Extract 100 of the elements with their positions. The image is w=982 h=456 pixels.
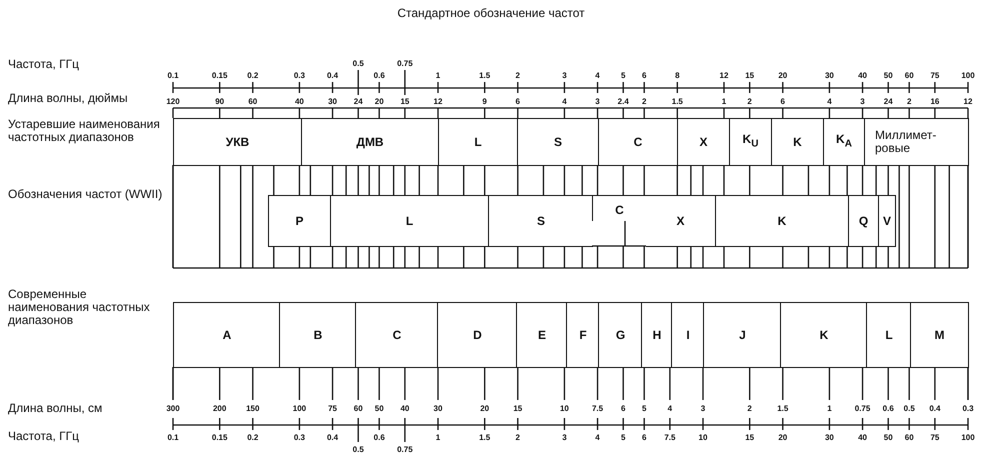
tick-label: 4 [827, 97, 832, 106]
band-segment: B [279, 302, 357, 368]
band-segment: A [173, 302, 281, 368]
tick-label: 15 [745, 71, 754, 80]
tick-label: 0.6 [882, 404, 894, 413]
band-segment: P [268, 195, 331, 247]
tick-label: 3 [562, 433, 567, 442]
tick-label: 30 [434, 404, 442, 413]
tick-label: 20 [480, 404, 490, 413]
tick-label: 0.5 [352, 59, 364, 68]
band-segment: J [703, 302, 782, 368]
tick-label: 30 [328, 97, 337, 106]
tick-label: 2 [747, 97, 752, 106]
band-segment: L [866, 302, 912, 368]
band-segment: Миллимет-ровые [864, 118, 969, 166]
tick-label: 100 [961, 71, 975, 80]
tick-label: 1.5 [672, 97, 683, 106]
tick-label: 0.3 [294, 71, 305, 80]
tick-label: 6 [642, 433, 646, 442]
tick-label: 150 [246, 404, 260, 413]
tick-label: 3 [595, 97, 600, 106]
tick-label: 5 [642, 404, 646, 413]
tick-label: 0.5 [904, 404, 915, 413]
tick-label: 4 [668, 404, 672, 413]
band-segment: X [646, 195, 716, 247]
tick-label: 0.75 [854, 404, 870, 413]
tick-label: 100 [292, 404, 306, 413]
band-segment: D [437, 302, 518, 368]
band-segment: L [438, 118, 518, 166]
tick-label: 15 [400, 97, 410, 106]
tick-label: 6 [516, 97, 520, 106]
tick-label: 0.4 [929, 404, 940, 413]
tick-label: 2 [906, 97, 912, 106]
tick-label: 6 [642, 71, 646, 80]
row-heading: Длина волны, дюймы [8, 92, 129, 105]
tick-label: 15 [745, 433, 754, 442]
tick-label: 6 [780, 97, 785, 106]
tick-label: 0.4 [326, 71, 338, 80]
row-heading: Современные наименования частотных диапазонов [8, 288, 151, 327]
tick-label: 0.3 [962, 404, 974, 413]
row-heading: Частота, ГГц [8, 58, 80, 71]
tick-label: 75 [930, 71, 940, 80]
tick-label: 4 [595, 433, 600, 442]
tick-label: 1.5 [777, 404, 788, 413]
tick-label: 0.3 [294, 433, 305, 442]
tick-label: 0.75 [397, 59, 413, 68]
tick-label: 12 [964, 97, 972, 106]
band-segment: V [878, 195, 896, 247]
tick-label: 2 [747, 404, 752, 413]
tick-label: 0.15 [212, 433, 228, 442]
band-segment: X [677, 118, 730, 166]
tick-label: 0.15 [212, 71, 228, 80]
tick-label: 50 [884, 71, 893, 80]
band-segment: H [641, 302, 673, 368]
tick-label: 0.1 [167, 433, 179, 442]
tick-label: 1 [436, 433, 440, 442]
band-segment: C [598, 118, 678, 166]
tick-label: 60 [904, 433, 914, 442]
tick-label: 75 [328, 404, 337, 413]
tick-label: 20 [374, 97, 384, 106]
tick-label: 40 [294, 97, 304, 106]
tick-label: 120 [166, 97, 180, 106]
band-segment: L [330, 195, 489, 247]
tick-label: 12 [720, 71, 728, 80]
tick-label: 0.6 [374, 71, 385, 80]
tick-label: 3 [700, 404, 706, 413]
tick-label: 12 [434, 97, 442, 106]
tick-label: 5 [621, 433, 626, 442]
tick-label: 15 [513, 404, 522, 413]
tick-label: 75 [930, 433, 940, 442]
tick-label: 3 [562, 71, 567, 80]
tick-label: 30 [824, 71, 834, 80]
tick-label: 0.2 [247, 433, 258, 442]
tick-label: 9 [482, 97, 487, 106]
band-segment: K [715, 195, 849, 247]
band-segment: G [598, 302, 643, 368]
tick-label: 2 [516, 433, 520, 442]
row-heading: Длина волны, см [8, 402, 104, 415]
chart-title: Стандартное обозначение частот [396, 6, 586, 20]
row-heading: Частота, ГГц [8, 430, 80, 443]
tick-label: 3 [860, 97, 865, 106]
tick-label: 1 [722, 97, 726, 106]
band-segment: K [771, 118, 824, 166]
tick-label: 1 [436, 71, 440, 80]
tick-label: 4 [562, 97, 567, 106]
tick-label: 40 [858, 71, 867, 80]
tick-label: 50 [374, 404, 384, 413]
band-segment: K$_{U}$ [729, 118, 772, 166]
tick-label: 40 [400, 404, 410, 413]
band-segment: K [780, 302, 868, 368]
tick-label: 2.4 [618, 97, 629, 106]
tick-label: 8 [675, 71, 680, 80]
tick-label: 60 [904, 71, 914, 80]
row-heading: Обозначения частот (WWII) [8, 188, 164, 201]
tick-label: 1.5 [479, 433, 490, 442]
band-segment: C [355, 302, 439, 368]
tick-label: 0.2 [247, 71, 258, 80]
band-segment: УКВ [173, 118, 302, 166]
tick-label: 7.5 [592, 404, 604, 413]
tick-label: 30 [824, 433, 834, 442]
